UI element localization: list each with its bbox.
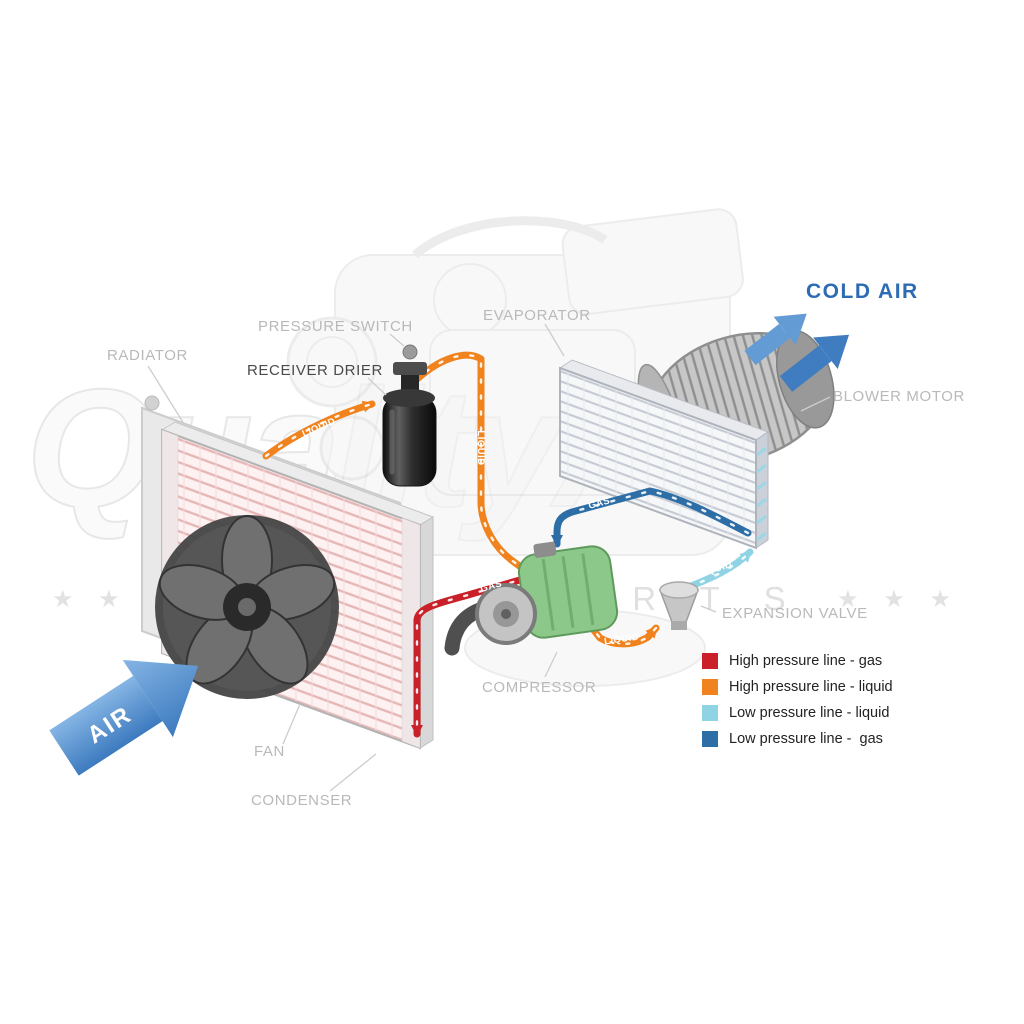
legend-item-high-pressure-liquid: High pressure line - liquid <box>702 679 893 695</box>
fan <box>155 515 339 699</box>
label-receiver-drier: RECEIVER DRIER <box>247 362 383 379</box>
high-pressure-liquid-line-to-drier <box>262 400 376 460</box>
evaporator <box>558 359 770 550</box>
liquid-label-drier-down: LIQUID <box>475 430 486 465</box>
label-compressor: COMPRESSOR <box>482 679 597 696</box>
legend-item-low-pressure-gas: Low pressure line - gas <box>702 731 893 747</box>
compressor <box>444 541 619 656</box>
legend-label-high-pressure-liquid: High pressure line - liquid <box>729 679 893 695</box>
label-expansion-valve: EXPANSION VALVE <box>722 605 868 622</box>
watermark-stars-right: ★ ★ ★ <box>837 585 960 613</box>
label-cold-air: COLD AIR <box>806 280 919 303</box>
cold-air-arrows <box>744 313 850 392</box>
label-condenser: CONDENSER <box>251 792 353 809</box>
label-pressure-switch: PRESSURE SWITCH <box>258 318 413 335</box>
legend-label-high-pressure-gas: High pressure line - gas <box>729 653 883 669</box>
label-fan: FAN <box>254 743 285 760</box>
receiver-drier <box>382 344 437 487</box>
expansion-valve <box>658 581 700 630</box>
legend-swatch-low-pressure-gas <box>702 731 718 747</box>
legend-item-low-pressure-liquid: Low pressure line - liquid <box>702 705 893 721</box>
label-radiator: RADIATOR <box>107 347 188 364</box>
air-arrow: AIR <box>49 659 199 776</box>
label-evaporator: EVAPORATOR <box>483 307 591 324</box>
liquid-label-to-valve: LIQUID <box>603 632 639 648</box>
cold-air-arrow-lower <box>779 334 850 392</box>
legend-swatch-high-pressure-gas <box>702 653 718 669</box>
cold-air-arrow-upper <box>744 313 807 366</box>
legend-item-high-pressure-gas: High pressure line - gas <box>702 653 893 669</box>
pressure-switch <box>402 344 418 360</box>
legend-swatch-low-pressure-liquid <box>702 705 718 721</box>
label-leader-lines <box>147 323 831 792</box>
legend: High pressure line - gas High pressure l… <box>702 653 893 757</box>
legend-swatch-high-pressure-liquid <box>702 679 718 695</box>
legend-label-low-pressure-gas: Low pressure line - gas <box>729 731 883 747</box>
legend-label-low-pressure-liquid: Low pressure line - liquid <box>729 705 890 721</box>
label-blower-motor: BLOWER MOTOR <box>833 388 965 405</box>
evaporator-coil-lines <box>756 446 767 542</box>
